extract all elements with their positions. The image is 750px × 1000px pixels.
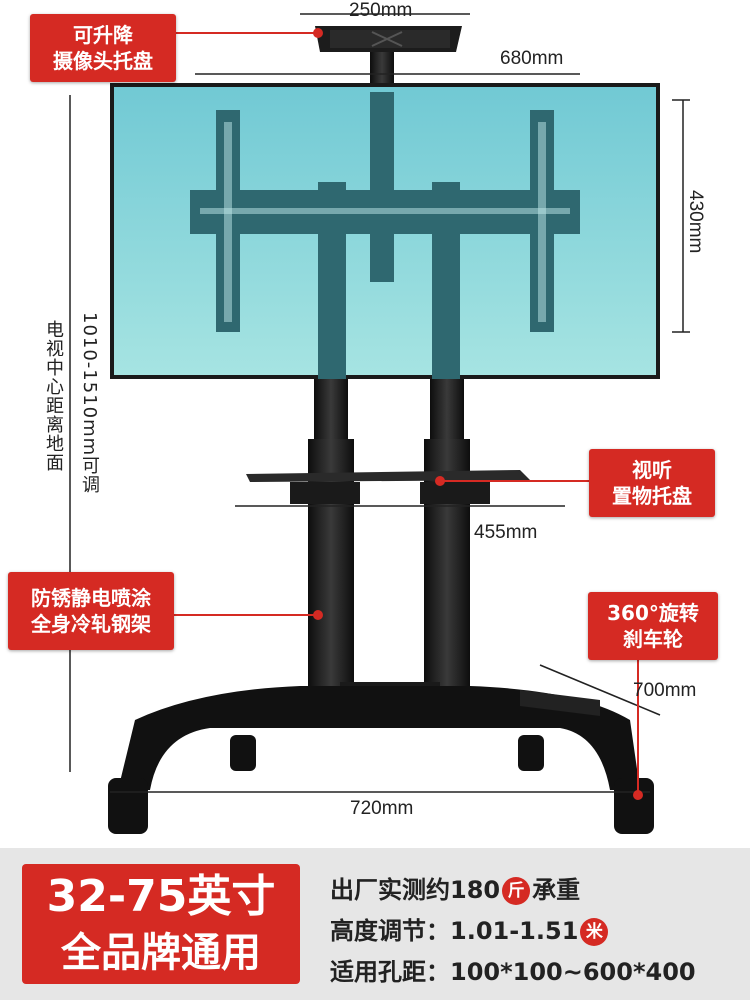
camera-tray: [315, 26, 462, 92]
av-shelf-callout: 视听 置物托盘: [589, 449, 715, 517]
callout-line: 防锈静电喷涂: [31, 586, 151, 610]
callout-leaders: [172, 28, 643, 800]
unit-badge: 米: [580, 918, 609, 946]
size-compatibility-box: 32-75英寸 全品牌通用: [22, 864, 300, 984]
shelf-width-label: 455mm: [474, 522, 538, 543]
callout-line: 可升降: [73, 23, 133, 47]
load-capacity-suffix: 承重: [532, 876, 581, 904]
wheels-callout: 360°旋转 刹车轮: [588, 592, 718, 660]
height-adjust-text: 高度调节：1.01-1.51: [330, 917, 579, 945]
brand-compatibility: 全品牌通用: [61, 930, 261, 976]
av-shelf: [246, 470, 530, 504]
stand-columns: [308, 379, 470, 696]
tv-stand-illustration: [69, 13, 690, 834]
coating-callout: 防锈静电喷涂 全身冷轧钢架: [8, 572, 174, 650]
vesa-spec: 适用孔距：100*100~600*400: [330, 952, 696, 987]
screen-height-label: 430mm: [685, 190, 706, 254]
base-depth-label: 700mm: [633, 680, 697, 701]
center-height-value: 1010-1510mm可调: [79, 312, 100, 495]
camera-tray-width-label: 250mm: [349, 0, 413, 21]
callout-line: 360°旋转: [607, 601, 699, 625]
center-height-caption: 电视中心距离地面: [43, 320, 64, 472]
callout-line: 全身冷轧钢架: [31, 612, 151, 636]
size-range: 32-75英寸: [46, 871, 276, 922]
callout-line: 视听: [632, 458, 672, 482]
base-width-label: 720mm: [350, 798, 414, 819]
screen-width-label: 680mm: [500, 48, 564, 69]
vesa-text: 适用孔距：100*100~600*400: [330, 958, 696, 986]
callout-line: 摄像头托盘: [53, 49, 153, 73]
callout-line: 置物托盘: [612, 484, 692, 508]
callout-line: 刹车轮: [623, 627, 683, 651]
unit-badge: 斤: [502, 877, 531, 905]
dimension-lines: [69, 13, 690, 793]
camera-tray-callout: 可升降 摄像头托盘: [30, 14, 176, 82]
load-capacity-text: 出厂实测约180: [330, 876, 501, 904]
